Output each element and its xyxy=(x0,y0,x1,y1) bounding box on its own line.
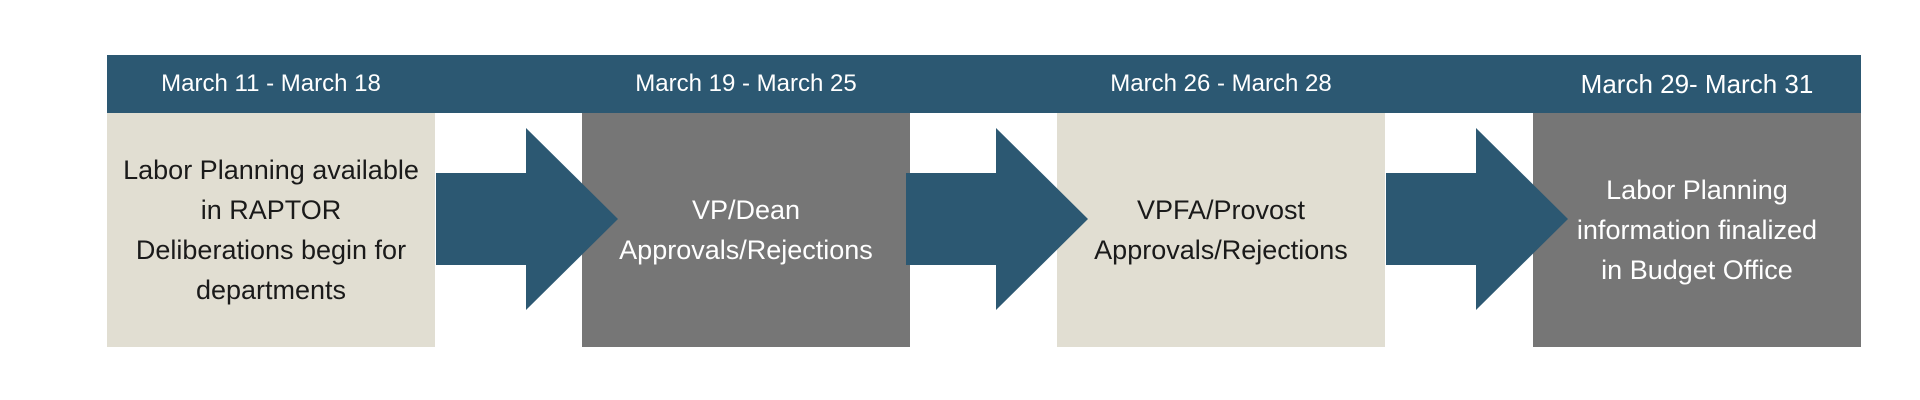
date-header-band xyxy=(107,55,1861,113)
stage-1-description: Labor Planning available in RAPTOR Delib… xyxy=(123,155,419,305)
stage-4-description: Labor Planning information finalized in … xyxy=(1576,175,1818,285)
right-arrow-icon xyxy=(906,128,1088,310)
stage-4-box: Labor Planning information finalized in … xyxy=(1533,113,1861,347)
right-arrow-icon xyxy=(436,128,618,310)
stage-2-box: VP/Dean Approvals/Rejections xyxy=(582,113,910,347)
stage-1-box: Labor Planning available in RAPTOR Delib… xyxy=(107,113,435,347)
stage-3-description: VPFA/Provost Approvals/Rejections xyxy=(1094,195,1348,265)
stage-4-date: March 29- March 31 xyxy=(1580,68,1814,99)
stage-1-date: March 11 - March 18 xyxy=(161,70,381,97)
stage-3-date: March 26 - March 28 xyxy=(1110,70,1332,97)
stage-2-description: VP/Dean Approvals/Rejections xyxy=(619,195,873,265)
stage-2-date: March 19 - March 25 xyxy=(635,70,857,97)
stage-3-box: VPFA/Provost Approvals/Rejections xyxy=(1057,113,1385,347)
right-arrow-icon xyxy=(1386,128,1568,310)
